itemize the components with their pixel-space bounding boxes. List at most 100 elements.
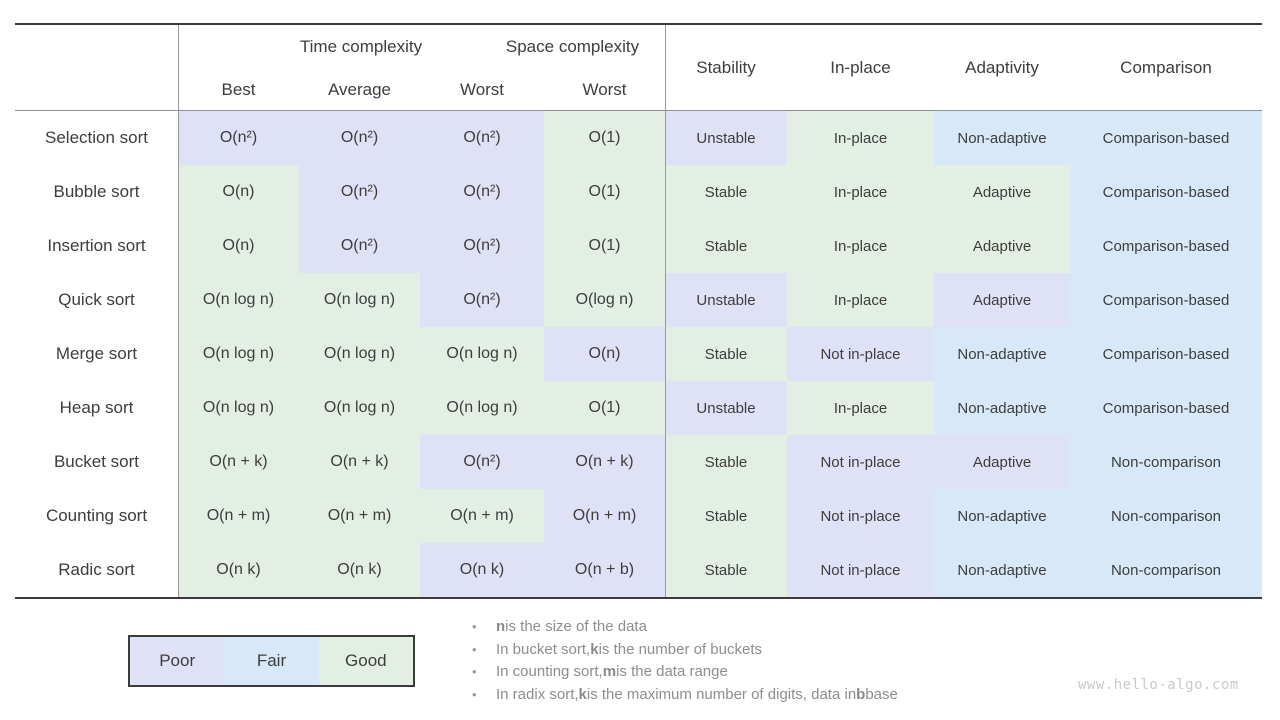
- table-cell: Non-adaptive: [934, 111, 1070, 165]
- table-cell: O(1): [544, 219, 665, 273]
- table-cell: O(n²): [420, 111, 544, 165]
- table-cell: O(n + b): [544, 543, 665, 597]
- table-cell: O(n log n): [178, 273, 299, 327]
- footnote-text: n: [496, 618, 506, 635]
- footnote-item: • n is the size of the data: [472, 616, 898, 639]
- table-cell: O(n): [178, 219, 299, 273]
- table-cell: Non-comparison: [1070, 489, 1262, 543]
- footnote-text: In counting sort,: [496, 663, 603, 680]
- table-cell: O(1): [544, 111, 665, 165]
- table-cell: O(1): [544, 381, 665, 435]
- footnote-text: is the number of buckets: [598, 640, 762, 658]
- table-cell: Non-adaptive: [934, 327, 1070, 381]
- row-label: Quick sort: [15, 273, 178, 327]
- table-cell: In-place: [787, 219, 934, 273]
- column-header-in-place: In-place: [830, 57, 891, 77]
- table-cell: O(n²): [420, 165, 544, 219]
- column-header-stability: Stability: [696, 57, 756, 77]
- footnote-text: base: [865, 685, 898, 703]
- table-cell: Unstable: [665, 381, 787, 435]
- column-group-time-complexity: Time complexity: [299, 37, 423, 56]
- table-cell: Unstable: [665, 111, 787, 165]
- legend-item: Fair: [224, 637, 319, 685]
- table-cell: O(n²): [178, 111, 299, 165]
- column-header-worst-time: Worst: [459, 79, 505, 99]
- bullet-icon: •: [472, 686, 477, 702]
- table-cell: O(n k): [420, 543, 544, 597]
- row-label: Bucket sort: [15, 435, 178, 489]
- row-label: Insertion sort: [15, 219, 178, 273]
- table-header: Time complexity Space complexity Best Av…: [15, 25, 1262, 111]
- table-cell: O(n log n): [420, 327, 544, 381]
- table-cell: O(n + k): [299, 435, 420, 489]
- table-cell: O(n + m): [299, 489, 420, 543]
- table-cell: O(n log n): [299, 381, 420, 435]
- table-cell: Not in-place: [787, 435, 934, 489]
- legend-item: Good: [318, 637, 413, 685]
- table-cell: O(n): [544, 327, 665, 381]
- table-cell: Comparison-based: [1070, 219, 1262, 273]
- table-cell: O(n + m): [420, 489, 544, 543]
- table-cell: Comparison-based: [1070, 381, 1262, 435]
- table-cell: Comparison-based: [1070, 111, 1262, 165]
- table-cell: Stable: [665, 489, 787, 543]
- table-cell: O(n log n): [299, 327, 420, 381]
- table-cell: Non-adaptive: [934, 543, 1070, 597]
- table-cell: Stable: [665, 543, 787, 597]
- table-cell: Adaptive: [934, 165, 1070, 219]
- footnote-item: •In bucket sort, k is the number of buck…: [472, 639, 898, 662]
- footnote-item: •In radix sort, k is the maximum number …: [472, 684, 898, 707]
- legend-item: Poor: [130, 637, 225, 685]
- column-header-average: Average: [327, 79, 391, 99]
- table-cell: O(n²): [420, 273, 544, 327]
- row-label: Counting sort: [15, 489, 178, 543]
- table-cell: Non-adaptive: [934, 381, 1070, 435]
- column-header-comparison: Comparison: [1120, 57, 1212, 77]
- table-cell: Non-comparison: [1070, 435, 1262, 489]
- table-cell: Stable: [665, 327, 787, 381]
- header-spacer: [15, 25, 178, 110]
- comparison-table: Time complexity Space complexity Best Av…: [15, 23, 1262, 599]
- table-cell: O(n + k): [544, 435, 665, 489]
- table-cell: O(n log n): [178, 327, 299, 381]
- table-cell: Stable: [665, 435, 787, 489]
- table-cell: O(n + m): [178, 489, 299, 543]
- site-watermark: www.hello-algo.com: [1078, 677, 1239, 693]
- table-cell: Unstable: [665, 273, 787, 327]
- table-cell: Stable: [665, 219, 787, 273]
- column-group-space-complexity: Space complexity: [505, 37, 640, 56]
- footnote-text: is the maximum number of digits, data in: [586, 685, 857, 703]
- table-cell: O(1): [544, 165, 665, 219]
- footnote-text: is the size of the data: [505, 618, 647, 635]
- table-cell: Not in-place: [787, 489, 934, 543]
- footnote-text: k: [590, 640, 599, 658]
- table-cell: Comparison-based: [1070, 327, 1262, 381]
- column-header-best: Best: [221, 79, 256, 99]
- table-cell: In-place: [787, 165, 934, 219]
- table-cell: O(n k): [299, 543, 420, 597]
- table-cell: In-place: [787, 273, 934, 327]
- footnote-text: b: [856, 685, 866, 703]
- divider-labels-data: [178, 25, 179, 597]
- row-label: Merge sort: [15, 327, 178, 381]
- table-cell: O(log n): [544, 273, 665, 327]
- table-cell: O(n + k): [178, 435, 299, 489]
- table-cell: O(n²): [420, 219, 544, 273]
- table-cell: Non-comparison: [1070, 543, 1262, 597]
- table-cell: O(n²): [299, 165, 420, 219]
- footnote-list: • n is the size of the data •In bucket sor…: [472, 616, 898, 706]
- table-cell: Not in-place: [787, 543, 934, 597]
- row-label: Radic sort: [15, 543, 178, 597]
- table-cell: O(n²): [420, 435, 544, 489]
- row-label: Bubble sort: [15, 165, 178, 219]
- bullet-icon: •: [472, 619, 477, 634]
- table-cell: O(n²): [299, 111, 420, 165]
- table-cell: Non-adaptive: [934, 489, 1070, 543]
- table-cell: O(n k): [178, 543, 299, 597]
- table-cell: Adaptive: [934, 219, 1070, 273]
- footnote-text: In radix sort,: [496, 685, 579, 703]
- column-header-adaptivity: Adaptivity: [965, 57, 1039, 77]
- footnote-text: is the data range: [616, 663, 728, 680]
